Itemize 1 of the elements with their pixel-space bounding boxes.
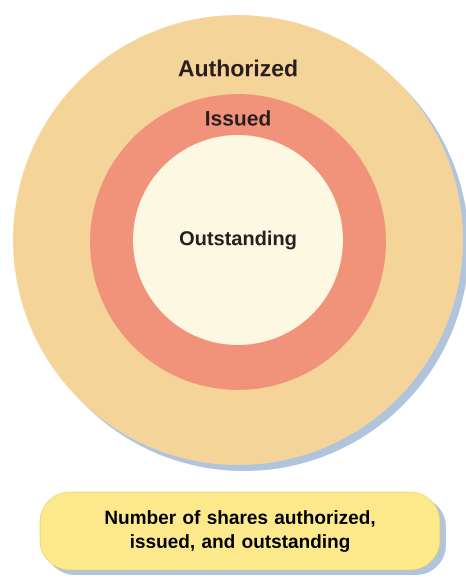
caption-box: Number of shares authorized, issued, and outstanding [40,492,446,575]
